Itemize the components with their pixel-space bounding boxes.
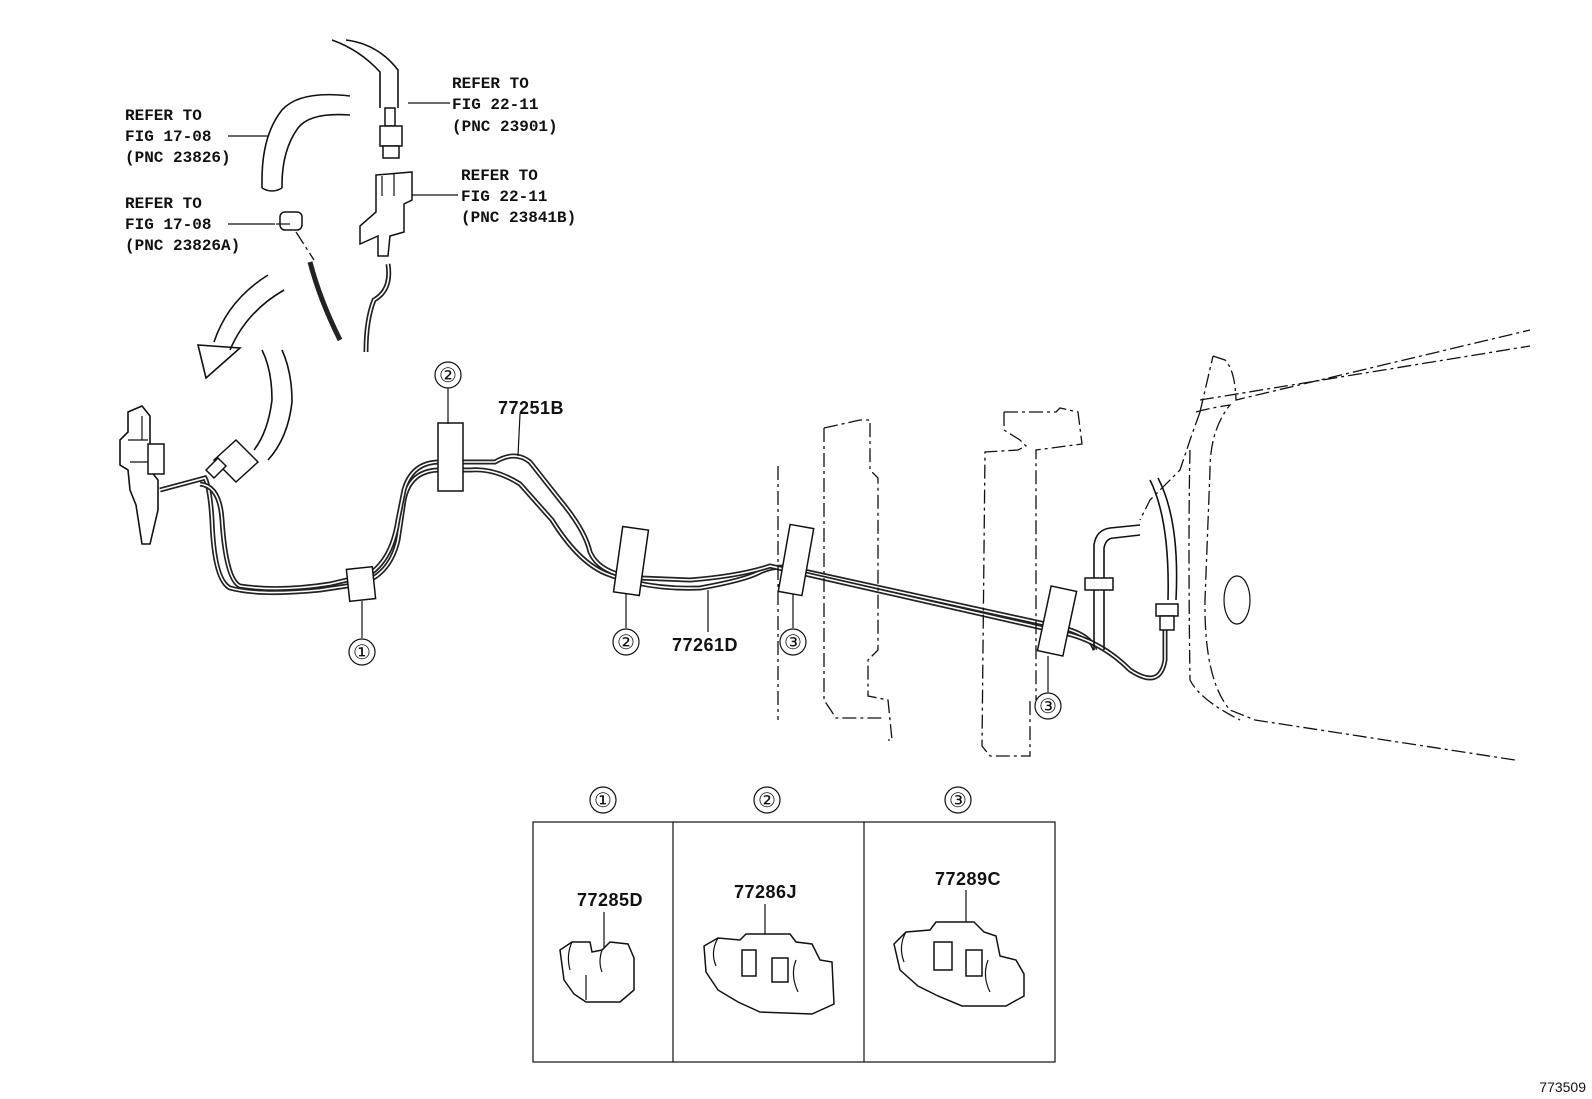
ref-23901-line3: (PNC 23901) <box>452 118 558 136</box>
figure-id: 773509 <box>1539 1079 1586 1095</box>
callout-marker-3a: ③ <box>779 628 807 656</box>
callout-3a-text: ③ <box>784 632 802 654</box>
ref-23826a-line3: (PNC 23826A) <box>125 237 240 255</box>
part-number-77286j: 77286J <box>734 882 797 902</box>
vent-connector <box>359 171 413 257</box>
svg-text:②: ② <box>758 790 776 812</box>
ref-23826a-line2: FIG 17-08 <box>125 216 211 234</box>
ref-23841b-line1: REFER TO <box>461 167 538 185</box>
ref-23901-line2: FIG 22-11 <box>452 96 538 114</box>
part-number-77285d: 77285D <box>577 890 643 910</box>
ref-23826-line1: REFER TO <box>125 107 202 125</box>
breather-tubes <box>295 231 392 353</box>
reference-23841b: REFER TO FIG 22-11 (PNC 23841B) <box>461 167 576 227</box>
callout-marker-2a: ② <box>434 361 462 389</box>
part-number-77251b: 77251B <box>498 398 564 418</box>
legend-header-2: ② <box>753 786 781 814</box>
callout-marker-3b: ③ <box>1034 692 1062 720</box>
callout-2a-text: ② <box>439 365 457 387</box>
fuel-hose-top <box>331 39 403 159</box>
reference-23826a: REFER TO FIG 17-08 (PNC 23826A) <box>125 195 240 255</box>
svg-text:③: ③ <box>949 790 967 812</box>
callout-1-text: ① <box>353 642 371 664</box>
legend-header-1: ① <box>589 786 617 814</box>
ref-23841b-line2: FIG 22-11 <box>461 188 547 206</box>
filler-hose <box>261 93 351 192</box>
ref-23826a-line1: REFER TO <box>125 195 202 213</box>
part-number-77289c: 77289C <box>935 869 1001 889</box>
reference-23901: REFER TO FIG 22-11 (PNC 23901) <box>452 75 558 136</box>
legend-header-3: ③ <box>944 786 972 814</box>
clamp-77286j-drawing <box>703 933 835 1015</box>
reference-23826: REFER TO FIG 17-08 (PNC 23826) <box>125 107 231 167</box>
callout-3b-text: ③ <box>1039 696 1057 718</box>
filler-neck-hose <box>204 349 293 484</box>
ref-23826-line3: (PNC 23826) <box>125 149 231 167</box>
svg-text:①: ① <box>594 790 612 812</box>
crossmember-2 <box>981 407 1083 757</box>
reference-leaders <box>228 102 458 225</box>
vehicle-body-outline <box>1139 329 1531 761</box>
tube-end-right <box>1084 477 1179 650</box>
small-clip <box>276 211 303 231</box>
clamp-77289c-drawing <box>893 921 1025 1007</box>
clamp-legend: ① ② ③ 77285D 77286J 77289C <box>532 786 1056 1063</box>
callout-marker-1: ① <box>348 638 376 666</box>
callout-marker-2b: ② <box>612 628 640 656</box>
ref-23841b-line3: (PNC 23841B) <box>461 209 576 227</box>
ref-23901-line1: REFER TO <box>452 75 529 93</box>
clamp-77285d-drawing <box>559 941 635 1003</box>
callout-leaders <box>361 388 1049 692</box>
direction-arrow-icon <box>196 274 285 380</box>
part-number-77261d: 77261D <box>672 635 738 655</box>
fuel-tube-77251b <box>199 453 1168 681</box>
fuel-tube-77261d <box>159 467 1098 651</box>
crossmember-1 <box>777 419 893 741</box>
tank-fitting <box>119 405 165 545</box>
ref-23826-line2: FIG 17-08 <box>125 128 211 146</box>
tube-clamps <box>345 422 1078 657</box>
callout-2b-text: ② <box>617 632 635 654</box>
